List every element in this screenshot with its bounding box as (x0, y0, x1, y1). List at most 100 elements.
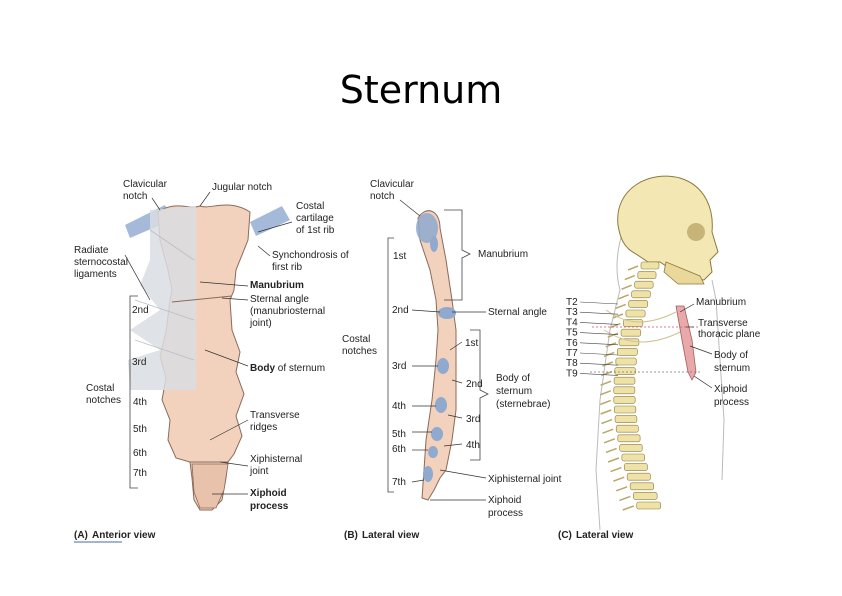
notch-a-2nd: 2nd (132, 305, 149, 316)
label-xiphoid-a-2: process (250, 501, 289, 512)
skull (617, 175, 719, 281)
vertebra (626, 472, 651, 481)
vertebra-leader (579, 311, 619, 315)
label-clavicular-notch-a-2: notch (123, 191, 147, 202)
costal-notch-4th-b (435, 397, 447, 413)
label-body-c: Body of (714, 350, 748, 361)
label-xiphisternal-joint-a-2: joint (249, 466, 269, 477)
sternal-angle-line (171, 295, 233, 303)
vertebra-leader (579, 322, 619, 325)
spinous-process (613, 476, 625, 482)
costal-notch-7th-b (423, 466, 433, 482)
label-sternal-angle-a-2: (manubriosternal (250, 306, 325, 317)
sternum-c (675, 305, 697, 381)
spinous-process (607, 457, 620, 463)
caption-b: Lateral view (362, 530, 419, 541)
vertebra (615, 424, 639, 433)
vertebra-label-t2: T2 (566, 297, 578, 308)
vertebra-label-t9: T9 (566, 368, 578, 379)
label-sternal-angle-a-3: joint) (249, 318, 272, 329)
label-xiphoid-a: Xiphoid (250, 488, 287, 499)
notch-b-5th: 5th (392, 429, 406, 440)
spinous-process (603, 438, 616, 444)
caption-c-letter: (C) (558, 530, 572, 541)
spinous-process (602, 428, 614, 434)
notch-a-5th: 5th (133, 424, 147, 435)
rib-cage-line (605, 309, 677, 323)
spinous-process (599, 399, 612, 406)
spinous-process (599, 390, 612, 396)
label-jugular-notch: Jugular notch (212, 182, 272, 193)
notch-b-3rd: 3rd (392, 361, 406, 372)
vertebra (634, 280, 654, 289)
spinous-process (602, 361, 614, 367)
label-body-b-2: sternum (496, 386, 532, 397)
spinous-process (615, 303, 626, 310)
panel-a-anterior-view (124, 191, 293, 511)
panel-c-leader-lines (679, 303, 713, 389)
label-synchondrosis-2: first rib (272, 262, 302, 273)
caption-c: Lateral view (576, 530, 633, 541)
label-radiate-ligaments: Radiate (74, 245, 109, 256)
vertebra (613, 396, 636, 404)
spinous-process (601, 418, 613, 425)
vertebra (613, 405, 637, 414)
spinous-process (612, 313, 624, 319)
label-costal-cartilage-2: cartilage (296, 213, 334, 224)
spinous-process (610, 466, 622, 473)
spinous-process (619, 495, 631, 502)
notch-a-7th: 7th (133, 468, 147, 479)
panel-c-lateral-view (579, 175, 725, 531)
ligament-fiber (134, 339, 195, 361)
vertebra-label-t7: T7 (566, 348, 578, 359)
notch-b-6th: 6th (392, 444, 406, 455)
label-radiate-ligaments-3: ligaments (74, 269, 117, 280)
caption-a: Anterior view (92, 530, 156, 541)
label-transverse-ridges: Transverse (250, 410, 300, 421)
spinous-process (600, 380, 612, 386)
sternum-lateral (417, 210, 457, 501)
rib-cage-line (603, 329, 681, 343)
first-rib-cartilage-right (250, 206, 290, 236)
label-sternal-angle-b: Sternal angle (488, 307, 547, 318)
vertebra (633, 492, 658, 500)
vertebra-label-t4: T4 (566, 317, 578, 328)
vertebra-label-t6: T6 (566, 338, 578, 349)
vertebral-column (599, 261, 662, 511)
label-radiate-ligaments-2: sternocostal (74, 257, 128, 268)
notch-a-4th: 4th (133, 397, 147, 408)
label-xiphisternal-joint-a: Xiphisternal (250, 454, 302, 465)
label-manubrium-b: Manubrium (478, 249, 528, 260)
label-body-rest: of sternum (275, 363, 325, 374)
label-xiphoid-c: Xiphoid (714, 384, 747, 395)
label-clavicular-notch-b: Clavicular (370, 179, 415, 190)
spinous-process (627, 265, 639, 271)
vertebra (613, 376, 636, 385)
label-costal-cartilage: Costal (296, 201, 324, 212)
vertebra (616, 348, 638, 356)
costal-notch-3rd-b (437, 358, 449, 374)
vertebra-leader (579, 342, 619, 346)
spinous-process (605, 447, 617, 454)
spinous-process (621, 284, 632, 290)
spinous-process (622, 505, 634, 511)
caption-b-letter: (B) (344, 530, 358, 541)
vertebra-label-t5: T5 (566, 328, 578, 339)
label-transverse-ridges-2: ridges (250, 422, 277, 433)
vertebra (614, 367, 636, 375)
notch-b-2nd: 2nd (392, 305, 409, 316)
vertebra-leader (579, 373, 619, 376)
vertebra-leader (579, 332, 619, 335)
spinous-process (605, 342, 617, 348)
vertebra (617, 434, 641, 443)
label-costal-notches-a: Costal (86, 383, 114, 394)
spinous-process (600, 409, 612, 415)
notch-b-4th: 4th (392, 401, 406, 412)
vertebra (625, 309, 646, 318)
sternebra-3rd: 3rd (466, 414, 480, 425)
vertebra (636, 501, 662, 510)
clavicular-notch-b (416, 213, 438, 243)
costal-notch-2nd-b (438, 307, 456, 319)
sternebra-1st: 1st (465, 338, 479, 349)
vertebra-label-t8: T8 (566, 358, 578, 369)
